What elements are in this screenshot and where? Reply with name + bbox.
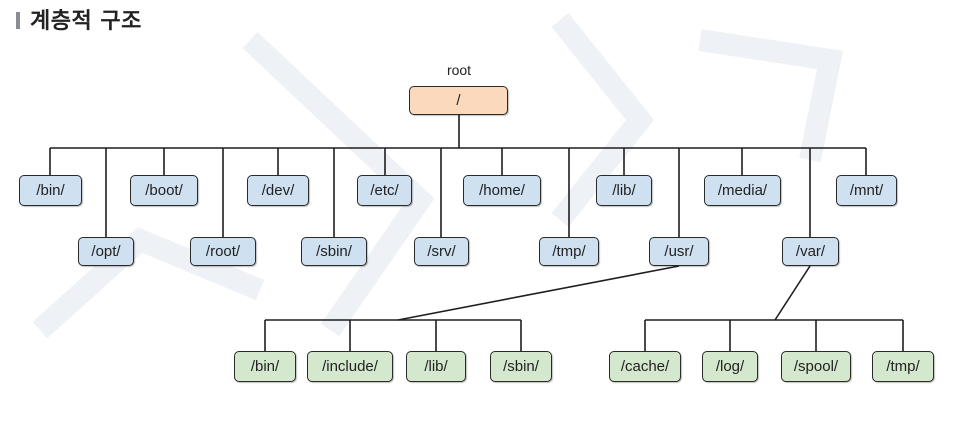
dir-node-dev: /dev/ (247, 175, 309, 206)
dir-node-media: /media/ (704, 175, 781, 206)
dir-node-opt: /opt/ (78, 237, 134, 266)
page-title: 계층적 구조 (30, 9, 142, 34)
usr-child-bin: /bin/ (234, 351, 296, 382)
root-caption: root (446, 62, 472, 78)
root-directory-node: / (409, 86, 508, 115)
section-header: 계층적 구조 (16, 6, 142, 34)
dir-node-root: /root/ (190, 237, 256, 266)
dir-node-home: /home/ (463, 175, 541, 206)
dir-node-mnt: /mnt/ (836, 175, 897, 206)
dir-node-usr: /usr/ (649, 237, 709, 266)
var-child-log: /log/ (702, 351, 758, 382)
usr-child-lib: /lib/ (406, 351, 466, 382)
usr-child-sbin: /sbin/ (490, 351, 552, 382)
dir-node-bin: /bin/ (19, 175, 82, 206)
dir-node-srv: /srv/ (414, 237, 469, 266)
header-accent-bar (16, 11, 20, 29)
var-child-cache: /cache/ (609, 351, 681, 382)
dir-node-lib: /lib/ (596, 175, 652, 206)
dir-node-tmp: /tmp/ (539, 237, 599, 266)
var-child-spool: /spool/ (781, 351, 851, 382)
usr-child-include: /include/ (307, 351, 393, 382)
dir-node-etc: /etc/ (357, 175, 412, 206)
dir-node-boot: /boot/ (130, 175, 198, 206)
var-child-tmp: /tmp/ (872, 351, 934, 382)
dir-node-sbin: /sbin/ (301, 237, 367, 266)
dir-node-var: /var/ (782, 237, 839, 266)
